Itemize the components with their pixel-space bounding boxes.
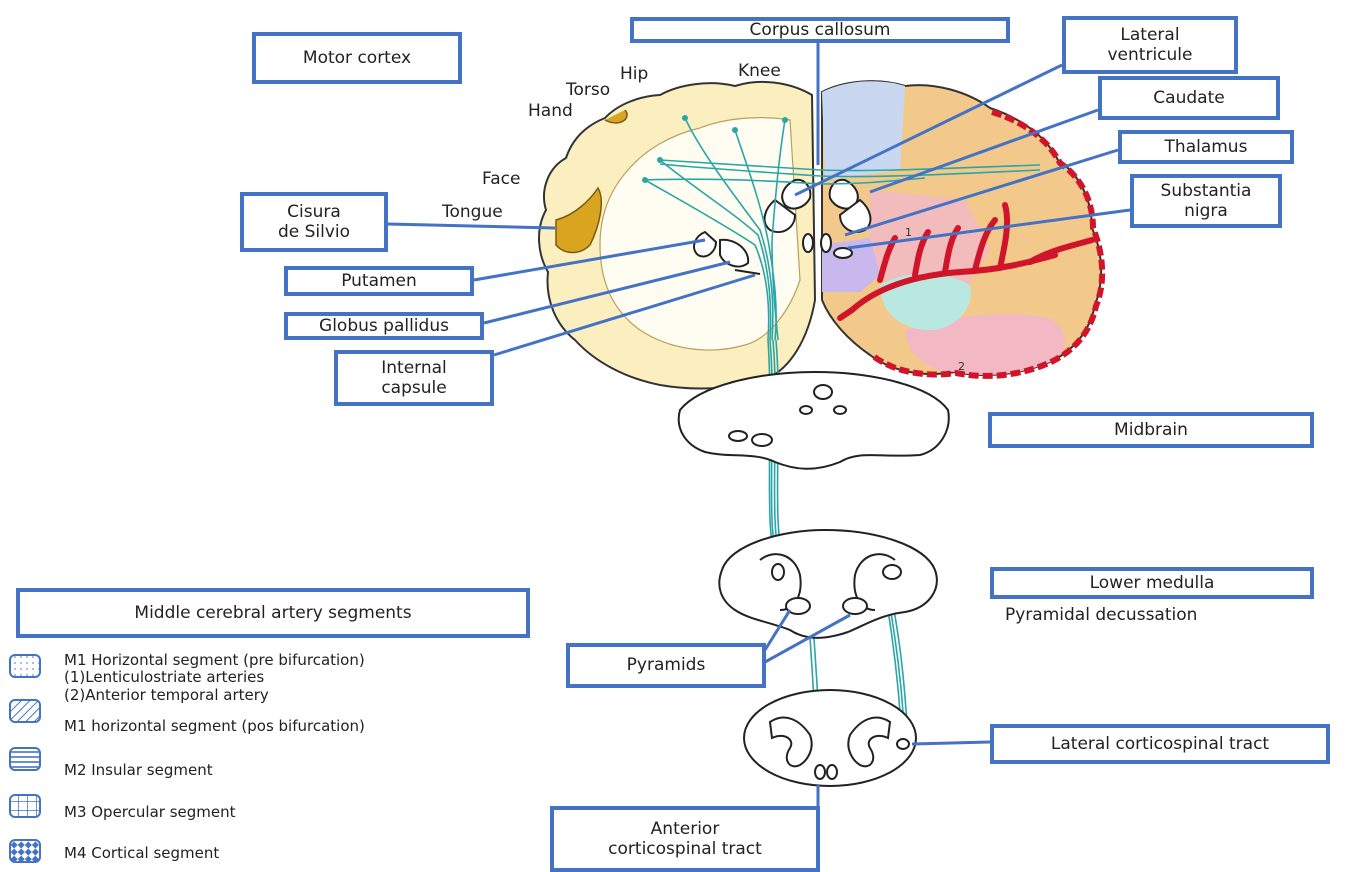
grid-pattern-icon (10, 795, 40, 817)
putamen-label: Putamen (284, 266, 474, 296)
diagonal-stripes-icon (10, 700, 40, 722)
legend-item-m1-pos: M1 horizontal segment (pos bifurcation) (64, 718, 365, 735)
third-ventricle-left (803, 234, 813, 252)
midbrain-label: Midbrain (988, 412, 1314, 448)
homunculus-hand: Hand (528, 101, 573, 121)
pyramids-label: Pyramids (566, 643, 766, 688)
caudate-label: Caudate (1098, 76, 1280, 120)
legend-item-m1-pre: M1 Horizontal segment (pre bifurcation) … (64, 652, 365, 704)
legend-icons (10, 655, 40, 862)
legend-item-m4: M4 Cortical segment (64, 845, 219, 862)
internal-capsule-label: Internal capsule (334, 350, 494, 406)
thalamus-small (834, 248, 852, 258)
lower-medulla-label: Lower medulla (990, 567, 1314, 599)
homunculus-torso: Torso (566, 80, 610, 100)
homunculus-face: Face (482, 169, 520, 189)
corpus-callosum-label: Corpus callosum (630, 17, 1010, 43)
thalamus-label: Thalamus (1118, 130, 1294, 164)
substantia-nigra-label: Substantia nigra (1130, 174, 1282, 228)
lateral-corticospinal-tract-label: Lateral corticospinal tract (990, 724, 1330, 764)
pyramidal-decussation-text: Pyramidal decussation (1005, 605, 1197, 625)
midbrain-section (679, 372, 949, 469)
cisura-silvio-label: Cisura de Silvio (240, 192, 388, 252)
legend-title: Middle cerebral artery segments (16, 588, 530, 638)
globus-pallidus-label: Globus pallidus (284, 312, 484, 340)
legend-item-m2: M2 Insular segment (64, 762, 213, 779)
legend-item-m3: M3 Opercular segment (64, 804, 236, 821)
homunculus-tongue: Tongue (442, 202, 503, 222)
spinal-cord-section (744, 690, 916, 786)
anterior-corticospinal-tract-label: Anterior corticospinal tract (550, 806, 820, 872)
third-ventricle-right (821, 234, 831, 252)
checker-pattern-icon (10, 840, 40, 862)
dotted-pattern-icon (10, 655, 40, 677)
homunculus-knee: Knee (738, 61, 781, 81)
vessel-marker-1: 1 (905, 226, 912, 239)
homunculus-hip: Hip (620, 64, 648, 84)
lower-medulla-section (719, 530, 936, 638)
horizontal-stripes-icon (10, 748, 40, 770)
aca-territory (822, 81, 905, 180)
lateral-ventricule-label: Lateral ventricule (1062, 16, 1238, 74)
motor-cortex-label: Motor cortex (252, 32, 462, 84)
vessel-marker-2: 2 (958, 360, 965, 373)
